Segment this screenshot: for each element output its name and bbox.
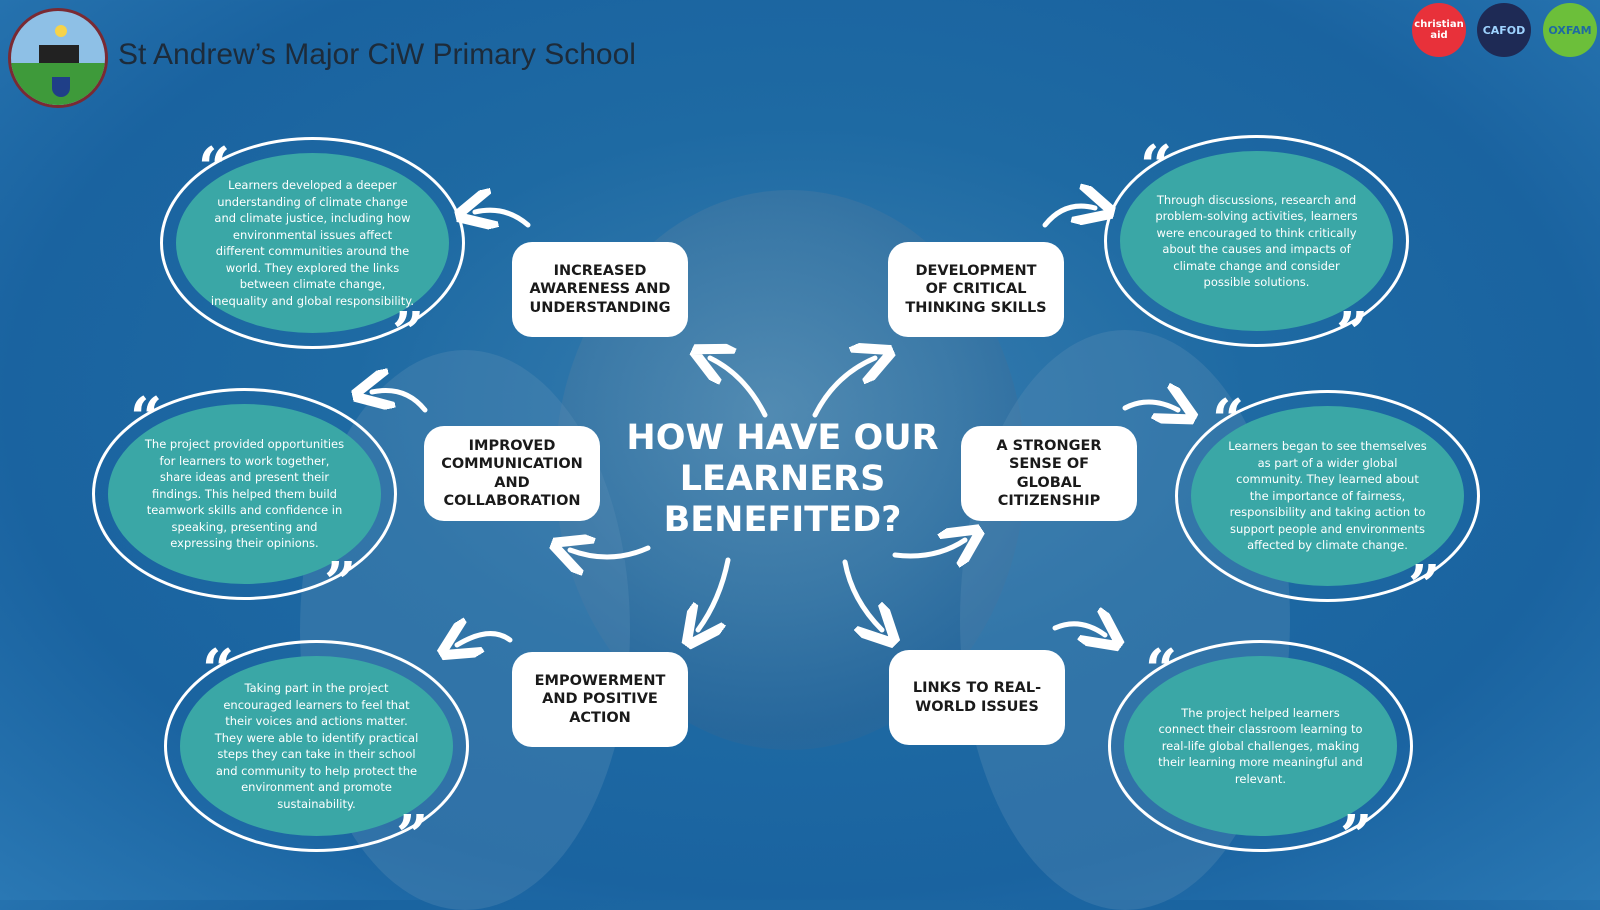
quote-ring [92,388,397,600]
open-quote-icon: “ [1145,637,1178,703]
school-logo [8,8,108,108]
quote-ring [160,137,465,349]
arrow [698,557,731,630]
benefit-label-communication: IMPROVED COMMUNICATION AND COLLABORATION [424,426,600,521]
quote-ring [1108,640,1413,852]
quote-bubble-awareness: Learners developed a deeper understandin… [176,153,449,333]
quote-ring [164,640,469,852]
christian-aid-logo: christian aid [1412,3,1466,57]
benefit-label-empowerment: EMPOWERMENT AND POSITIVE ACTION [512,652,688,747]
oxfam-logo: OXFAM [1543,3,1597,57]
arrow [710,358,768,418]
quote-bubble-real-world: The project helped learners connect thei… [1124,656,1397,836]
cafod-logo: CAFOD [1477,3,1531,57]
close-quote-icon: ” [1336,300,1369,366]
quote-ring [1104,135,1409,347]
benefit-label-real-world: LINKS TO REAL-WORLD ISSUES [889,650,1065,745]
quote-bubble-critical-thinking: Through discussions, research and proble… [1120,151,1393,331]
close-quote-icon: ” [396,803,429,869]
arrow [1042,206,1095,228]
school-name: St Andrew’s Major CiW Primary School [118,38,636,71]
arrow [1122,402,1178,410]
open-quote-icon: “ [1212,387,1245,453]
arrow [892,540,965,556]
close-quote-icon: ” [1408,553,1441,619]
benefit-label-citizenship: A STRONGER SENSE OF GLOBAL CITIZENSHIP [961,426,1137,521]
open-quote-icon: “ [1140,133,1173,199]
close-quote-icon: ” [1340,803,1373,869]
quote-bubble-empowerment: Taking part in the project encouraged le… [180,656,453,836]
close-quote-icon: ” [392,300,425,366]
arrow [1052,624,1105,635]
arrow [842,559,882,630]
quote-ring [1175,390,1480,602]
arrow [372,390,428,413]
open-quote-icon: “ [198,135,231,201]
arrow [812,358,875,418]
close-quote-icon: ” [324,550,357,616]
quote-bubble-citizenship: Learners began to see themselves as part… [1191,406,1464,586]
arrow [570,548,651,557]
arrow [475,210,531,225]
open-quote-icon: “ [202,637,235,703]
arrow [457,634,513,645]
benefit-label-critical-thinking: DEVELOPMENT OF CRITICAL THINKING SKILLS [888,242,1064,337]
quote-bubble-communication: The project provided opportunities for l… [108,404,381,584]
open-quote-icon: “ [130,385,163,451]
center-title: HOW HAVE OUR LEARNERS BENEFITED? [626,418,939,540]
benefit-label-awareness: INCREASED AWARENESS AND UNDERSTANDING [512,242,688,337]
